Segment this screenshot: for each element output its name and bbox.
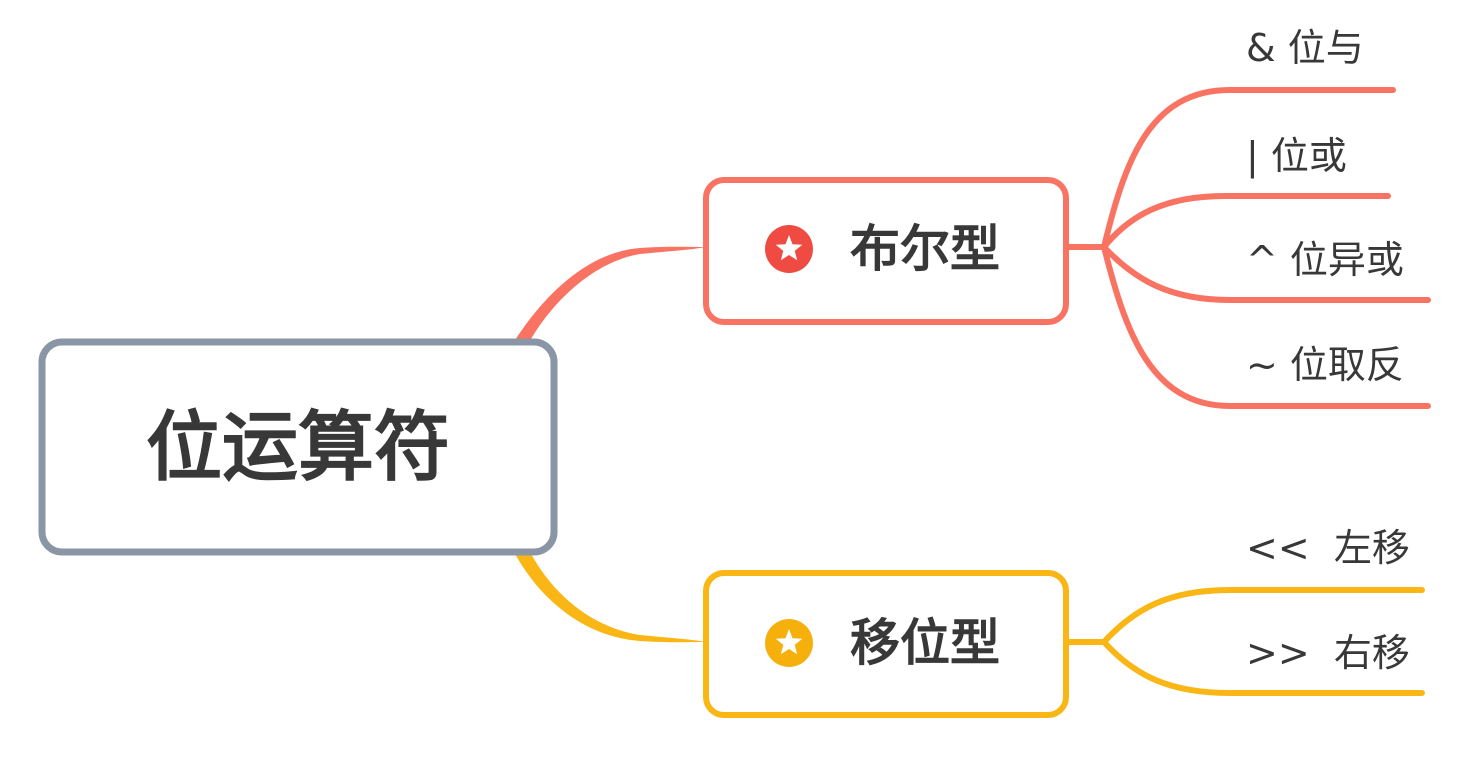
connectors-branch-1 (1063, 87, 1431, 409)
branch-node-1-label: 布尔型 (850, 220, 1000, 278)
connector-root-branch-1 (512, 246, 706, 350)
leaf-node-1-2[interactable]: | 位或 (1246, 134, 1347, 179)
star-icon (765, 619, 813, 667)
branch-node-1[interactable]: 布尔型 (703, 177, 1069, 325)
root-node-label: 位运算符 (146, 403, 450, 492)
root-node-box (38, 338, 558, 556)
connector-root-branch-2 (514, 552, 706, 643)
branch-node-2[interactable]: 移位型 (703, 570, 1069, 718)
branch-node-2-box (703, 570, 1069, 718)
root-node[interactable]: 位运算符 (38, 338, 558, 556)
leaf-node-1-3[interactable]: ^ 位异或 (1246, 238, 1404, 282)
connectors-branch-2 (1063, 587, 1425, 696)
leaf-node-2-2[interactable]: >> 右移 (1246, 631, 1410, 675)
branch-node-2-label: 移位型 (850, 614, 1000, 672)
leaf-node-2-1[interactable]: << 左移 (1246, 526, 1410, 570)
leaf-node-1-1[interactable]: & 位与 (1246, 26, 1364, 70)
branch-node-1-box (703, 177, 1069, 325)
star-icon (765, 225, 813, 273)
leaf-node-1-4[interactable]: ~ 位取反 (1246, 343, 1404, 387)
